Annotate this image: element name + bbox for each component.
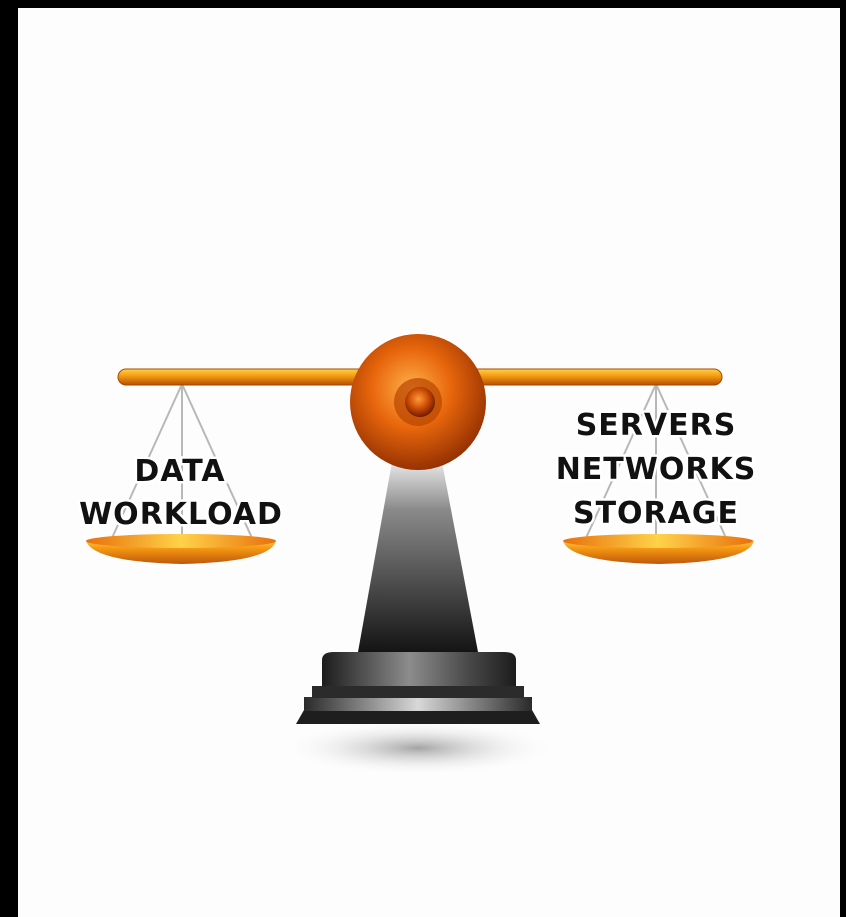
- right-label-line-2: NETWORKS: [556, 452, 757, 487]
- left-label-line-2: WORKLOAD: [79, 497, 283, 532]
- pedestal-pillar: [358, 462, 478, 652]
- right-pan: [563, 534, 754, 564]
- right-label-line-1: SERVERS: [576, 408, 737, 443]
- right-label-line-3: STORAGE: [573, 496, 739, 531]
- ground-shadow: [278, 720, 558, 776]
- left-pan-label: DATA WORKLOAD: [77, 452, 285, 535]
- left-pan-strings: [111, 383, 253, 539]
- pedestal-base: [296, 652, 540, 724]
- right-pan-label: SERVERS NETWORKS STORAGE: [553, 406, 758, 534]
- left-pan: [86, 534, 276, 564]
- left-label-line-1: DATA: [134, 454, 225, 489]
- pivot-ball: [350, 334, 486, 470]
- right-pan-strings: [585, 383, 727, 539]
